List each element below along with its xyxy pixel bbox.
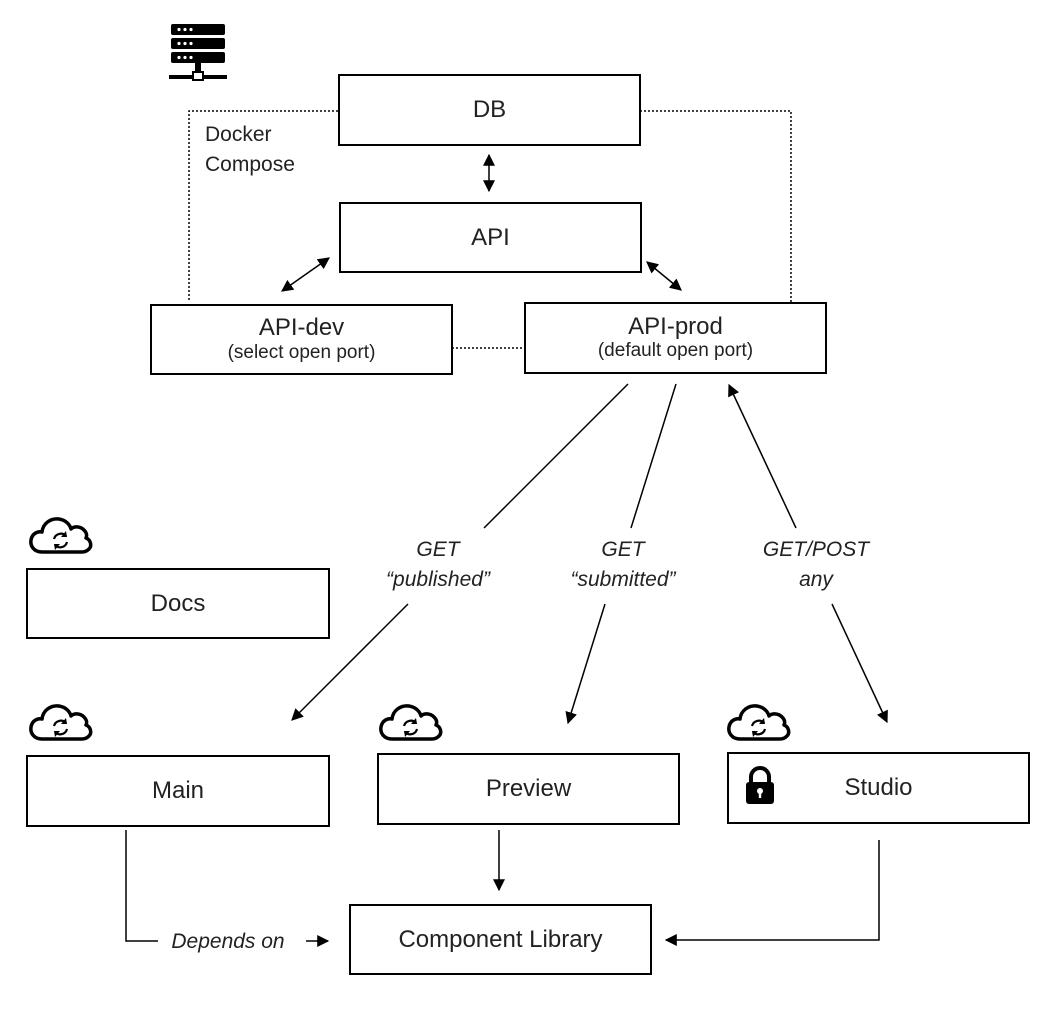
edge-label-published-line1: GET [416,538,460,561]
prod-preview-line-bottom [565,603,606,725]
prod-preview-line-top [630,383,677,529]
cloud-sync-icon-docs [29,517,93,554]
api-prod-node-title: API-prod [628,312,723,340]
component-library-node: Component Library [349,904,652,975]
api-prod-node-subtitle: (default open port) [597,340,754,362]
edge-label-submitted: GET “submitted” [557,535,689,595]
main-lib-line [125,830,158,942]
main-node-title: Main [151,777,205,805]
preview-node-title: Preview [485,775,572,803]
studio-prod-line-top [728,383,797,529]
api-dev-node: API-dev (select open port) [150,304,453,375]
docker-compose-label: Docker Compose [205,120,295,180]
edge-label-submitted-line1: GET [601,538,645,561]
studio-prod-line-bottom [831,603,888,724]
prod-main-line-top [483,383,629,529]
docker-compose-label-line2: Compose [205,153,295,176]
api-dev-arrow [281,257,330,292]
api-node-title: API [471,223,510,251]
db-node: DB [338,74,641,146]
db-node-title: DB [472,96,507,124]
docs-node: Docs [26,568,330,639]
edge-label-getpost-line2: any [799,568,833,591]
cloud-sync-icon-main [29,704,93,741]
preview-node: Preview [377,753,680,825]
api-prod-node: API-prod (default open port) [524,302,827,374]
studio-node: Studio [727,752,1030,824]
edge-label-published-line2: “published” [386,568,490,591]
api-prod-arrow [646,261,682,291]
server-icon [169,24,227,81]
edge-label-depends-on: Depends on [162,927,294,957]
edge-label-getpost: GET/POST any [750,535,882,595]
edge-label-submitted-line2: “submitted” [570,568,676,591]
component-library-node-title: Component Library [398,925,603,953]
edge-label-published: GET “published” [372,535,504,595]
cloud-sync-icon-preview [379,704,443,741]
api-node: API [339,202,642,273]
docs-node-title: Docs [150,589,206,617]
main-node: Main [26,755,330,827]
cloud-sync-icon-studio [727,704,791,741]
studio-lib-line [664,840,880,946]
prod-main-line-bottom [291,603,409,721]
docker-compose-outline-left [188,110,338,302]
docker-compose-label-line1: Docker [205,123,272,146]
api-dev-node-title: API-dev [258,314,345,342]
edge-label-getpost-line1: GET/POST [762,538,870,561]
api-dev-node-subtitle: (select open port) [227,341,376,363]
lock-icon [746,766,774,804]
docker-compose-outline-right [640,110,792,302]
studio-node-title: Studio [844,774,913,802]
